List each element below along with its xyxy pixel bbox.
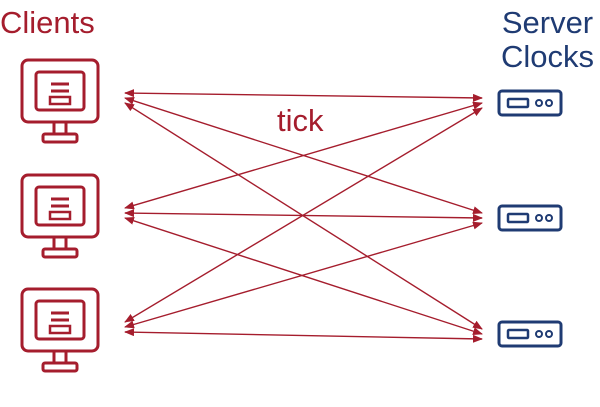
server-clocks-label: Server Clocks [501, 6, 594, 74]
server-clocks-label-line2: Clocks [500, 39, 594, 74]
monitor-icon [20, 173, 100, 259]
server-clocks-label-line1: Server [501, 5, 594, 40]
server-group [497, 89, 563, 348]
tick-label: tick [277, 103, 324, 138]
clients-label: Clients [0, 5, 95, 40]
server-clock-icon [497, 89, 563, 117]
client-group [20, 58, 100, 373]
connection-arrow-c3-s3 [124, 328, 483, 343]
connection-arrow-c3-s1 [124, 107, 483, 323]
monitor-icon [20, 287, 100, 373]
connection-arrows [124, 89, 483, 343]
server-clock-icon [497, 320, 563, 348]
connection-arrow-c2-s3 [124, 216, 483, 336]
monitor-icon [20, 58, 100, 144]
server-clock-icon [497, 204, 563, 232]
connection-arrow-c1-s1 [124, 89, 483, 102]
connection-arrow-c3-s2 [124, 221, 483, 329]
